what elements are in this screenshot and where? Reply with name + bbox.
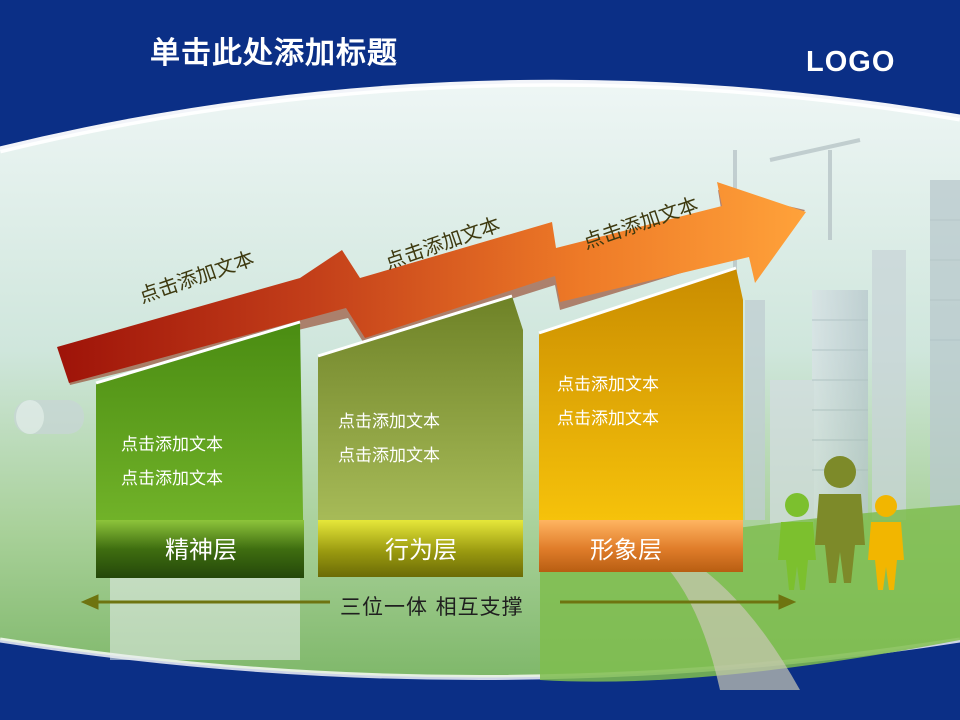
- layer-3-text-1[interactable]: 点击添加文本: [557, 375, 659, 395]
- layer-box-2: [317, 294, 523, 577]
- zigzag-arrow: [57, 182, 806, 383]
- layer-2-text-1[interactable]: 点击添加文本: [338, 412, 440, 432]
- layer-label-image[interactable]: 形象层: [590, 536, 662, 564]
- layer-1-text-2[interactable]: 点击添加文本: [121, 469, 223, 489]
- double-headed-arrow-icon: [80, 594, 797, 610]
- layer-label-behavior[interactable]: 行为层: [385, 536, 457, 564]
- layer-box-3: [538, 266, 743, 572]
- layer-2-text-2[interactable]: 点击添加文本: [338, 446, 440, 466]
- support-caption[interactable]: 三位一体 相互支撑: [340, 595, 524, 619]
- layer-3-text-2[interactable]: 点击添加文本: [557, 409, 659, 429]
- layer-label-spirit[interactable]: 精神层: [165, 536, 237, 564]
- slide-title[interactable]: 单击此处添加标题: [150, 36, 398, 71]
- people-group-icon: [778, 456, 904, 590]
- layer-box-1: [95, 320, 304, 578]
- layer-1-text-1[interactable]: 点击添加文本: [121, 435, 223, 455]
- logo: LOGO: [806, 46, 896, 78]
